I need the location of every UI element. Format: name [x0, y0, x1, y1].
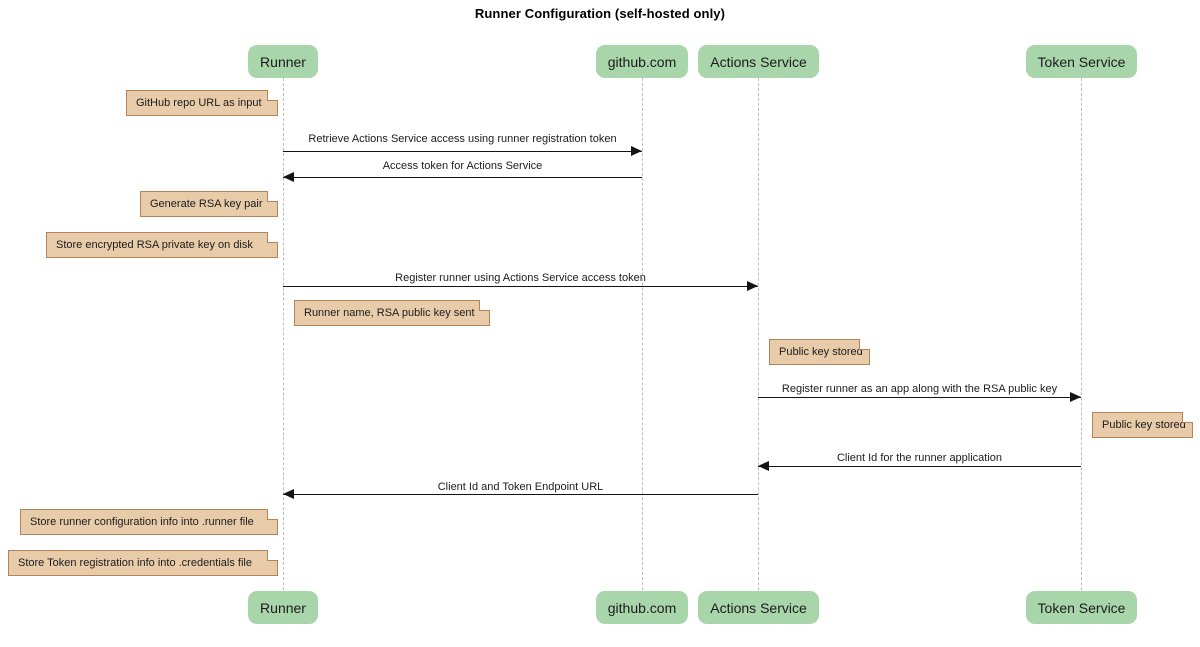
note-fold-corner-icon — [267, 191, 278, 202]
participant-actions-top[interactable]: Actions Service — [698, 45, 819, 78]
participant-label: Runner — [260, 53, 306, 70]
note-n4: Runner name, RSA public key sent — [294, 300, 490, 326]
lifeline-actions — [758, 78, 759, 590]
participant-github-bottom[interactable]: github.com — [596, 591, 688, 624]
note-fold-corner-icon — [1182, 412, 1193, 423]
note-n7: Store runner configuration info into .ru… — [20, 509, 278, 535]
note-n8: Store Token registration info into .cred… — [8, 550, 278, 576]
note-n2: Generate RSA key pair — [140, 191, 278, 217]
note-label: GitHub repo URL as input — [136, 96, 262, 109]
participant-label: github.com — [607, 599, 677, 616]
note-label: Store runner configuration info into .ru… — [30, 515, 254, 528]
lifeline-token — [1081, 78, 1082, 590]
message-label-m2: Access token for Actions Service — [382, 160, 543, 172]
arrow-head-m1 — [631, 146, 642, 157]
note-n1: GitHub repo URL as input — [126, 90, 278, 116]
note-fold-corner-icon — [479, 300, 490, 311]
message-line-m5 — [758, 466, 1081, 467]
message-label-m3: Register runner using Actions Service ac… — [395, 272, 646, 284]
participant-label: Runner — [260, 599, 306, 616]
participant-token-top[interactable]: Token Service — [1026, 45, 1137, 78]
note-n6: Public key stored — [1092, 412, 1193, 438]
participant-runner-bottom[interactable]: Runner — [248, 591, 318, 624]
participant-token-bottom[interactable]: Token Service — [1026, 591, 1137, 624]
note-label: Runner name, RSA public key sent — [304, 306, 475, 319]
note-label: Store Token registration info into .cred… — [18, 556, 252, 569]
note-fold-corner-icon — [267, 550, 278, 561]
note-fold-corner-icon — [267, 232, 278, 243]
participant-label: Actions Service — [710, 53, 807, 70]
message-line-m3 — [283, 286, 758, 287]
participant-github-top[interactable]: github.com — [596, 45, 688, 78]
message-label-m5: Client Id for the runner application — [836, 452, 1003, 464]
arrow-head-m2 — [283, 172, 294, 183]
note-fold-corner-icon — [267, 90, 278, 101]
note-n5: Public key stored — [769, 339, 870, 365]
arrow-head-m6 — [283, 489, 294, 500]
message-label-m1: Retrieve Actions Service access using ru… — [308, 133, 617, 145]
message-label-m6: Client Id and Token Endpoint URL — [437, 481, 604, 493]
message-line-m1 — [283, 151, 642, 152]
note-fold-corner-icon — [859, 339, 870, 350]
note-label: Generate RSA key pair — [150, 197, 263, 210]
lifeline-runner — [283, 78, 284, 590]
note-label: Store encrypted RSA private key on disk — [56, 238, 253, 251]
note-label: Public key stored — [1102, 418, 1186, 431]
note-n3: Store encrypted RSA private key on disk — [46, 232, 278, 258]
diagram-title: Runner Configuration (self-hosted only) — [474, 6, 726, 21]
participant-label: Token Service — [1037, 599, 1126, 616]
message-line-m2 — [283, 177, 642, 178]
arrow-head-m4 — [1070, 392, 1081, 403]
lifeline-github — [642, 78, 643, 590]
message-line-m4 — [758, 397, 1081, 398]
note-fold-corner-icon — [267, 509, 278, 520]
message-line-m6 — [283, 494, 758, 495]
participant-label: Actions Service — [710, 599, 807, 616]
participant-label: github.com — [607, 53, 677, 70]
arrow-head-m3 — [747, 281, 758, 292]
arrow-head-m5 — [758, 461, 769, 472]
participant-label: Token Service — [1037, 53, 1126, 70]
note-label: Public key stored — [779, 345, 863, 358]
participant-runner-top[interactable]: Runner — [248, 45, 318, 78]
participant-actions-bottom[interactable]: Actions Service — [698, 591, 819, 624]
message-label-m4: Register runner as an app along with the… — [781, 383, 1058, 395]
